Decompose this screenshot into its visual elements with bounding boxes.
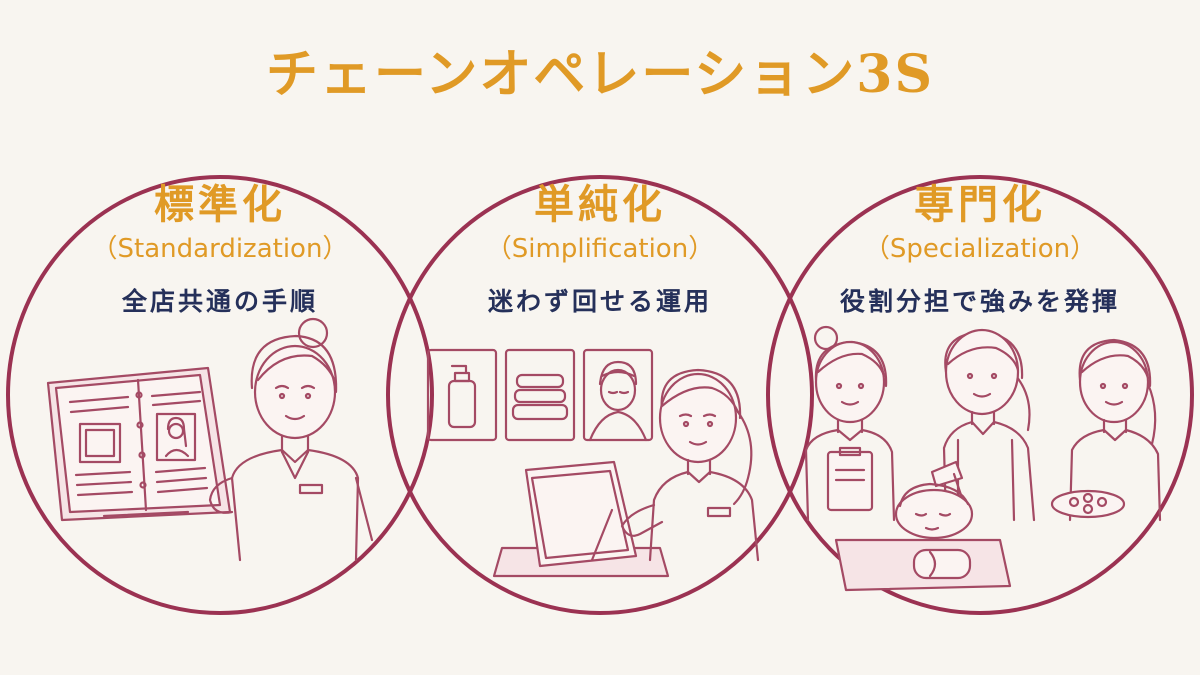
manual-binder-icon: [46, 366, 232, 522]
staff-woman-bun-icon: [208, 317, 374, 562]
circle-standardization: [6, 175, 434, 615]
circle-simplification: [386, 175, 814, 615]
circle-1-description: 全店共通の手順: [121, 287, 318, 316]
circle-3-heading: 専門化: [914, 181, 1046, 228]
client-lying-icon: [834, 482, 1012, 592]
staff-hairdryer-icon: [930, 328, 1036, 522]
face-towel-card-icon: [582, 348, 654, 442]
staff-clipboard-icon: [804, 325, 896, 522]
circle-3-english: （Specialization）: [863, 234, 1097, 264]
tablet-icon: [492, 460, 670, 578]
circle-3-description: 役割分担で強みを発揮: [839, 287, 1120, 316]
circle-2-heading: 単純化: [534, 181, 666, 228]
staff-woman-ponytail-icon: [620, 368, 760, 562]
page-title: チェーンオペレーション3S: [265, 44, 935, 105]
circle-1-heading: 標準化: [154, 181, 286, 228]
circle-1-english: （Standardization）: [91, 234, 349, 264]
towel-card-icon: [504, 348, 576, 442]
bottle-card-icon: [426, 348, 498, 442]
circle-specialization: [766, 175, 1194, 615]
circle-2-english: （Simplification）: [485, 234, 715, 264]
circle-2-description: 迷わず回せる運用: [487, 287, 712, 316]
staff-palette-icon: [1050, 338, 1162, 522]
